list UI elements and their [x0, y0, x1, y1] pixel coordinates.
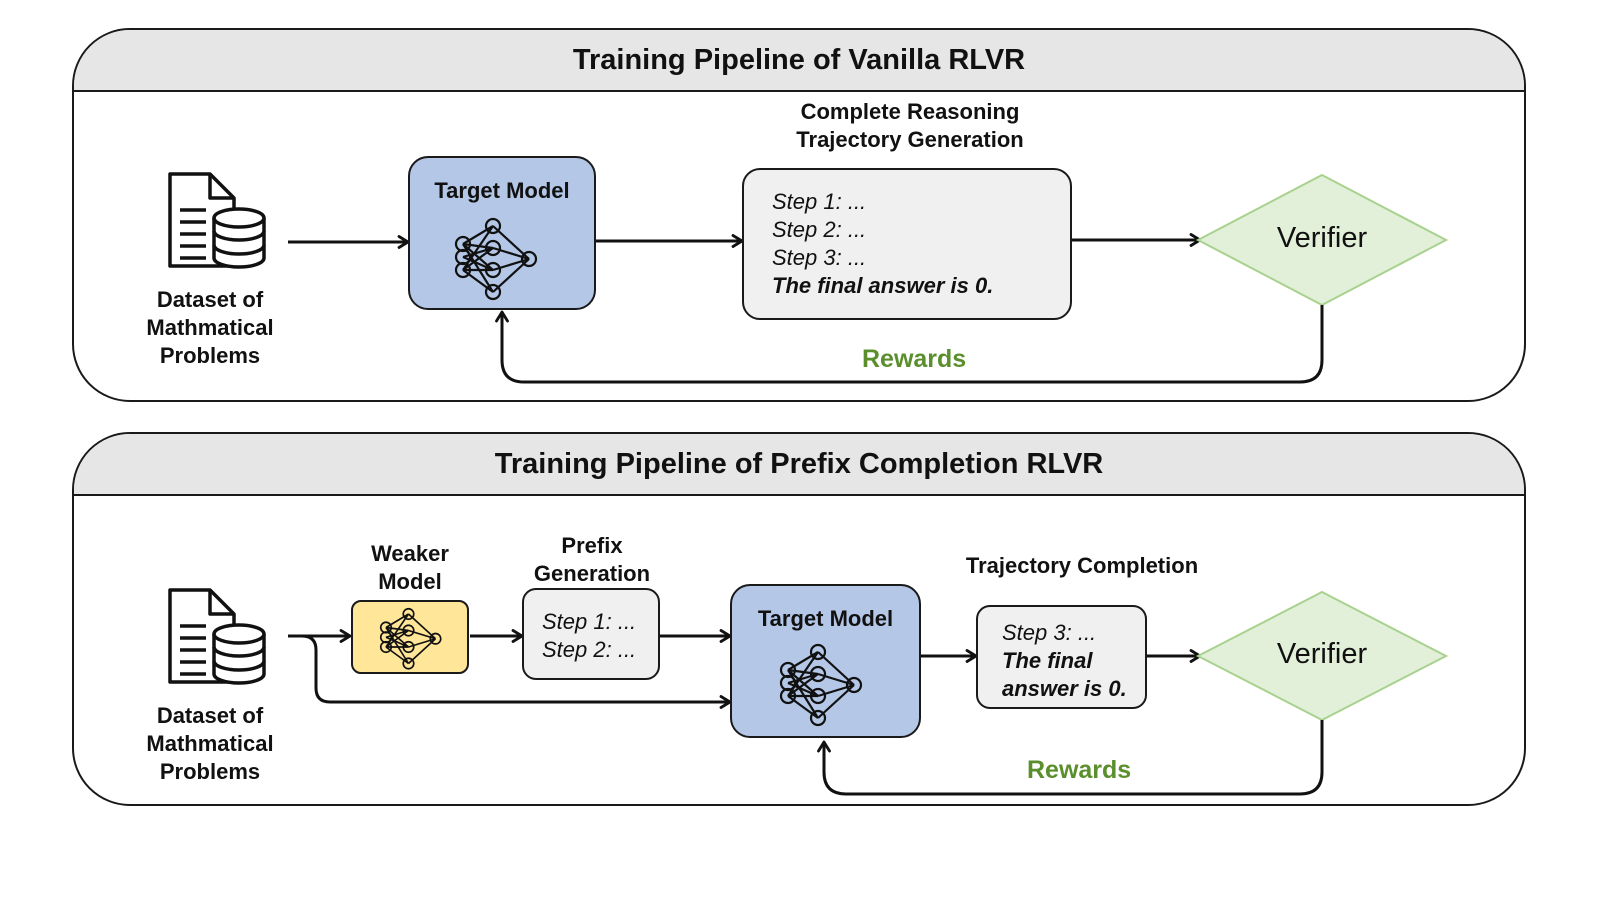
trajectory-completion-box: Step 3: ... The final answer is 0.	[976, 605, 1147, 709]
vanilla-rlvr-title: Training Pipeline of Vanilla RLVR	[74, 30, 1524, 92]
completion-steps: Step 3: ... The final answer is 0.	[1002, 619, 1127, 703]
neural-network-icon	[779, 643, 863, 727]
trajectory-completion-caption: Trajectory Completion	[965, 553, 1199, 578]
step-line: Step 1: ...	[772, 189, 867, 214]
generation-caption: Complete Reasoning Trajectory Generation	[796, 99, 1024, 152]
trajectory-generation-box: Step 1: ... Step 2: ... Step 3: ... The …	[742, 168, 1072, 320]
neural-network-icon	[454, 217, 538, 301]
step-line: Step 2: ...	[772, 217, 867, 242]
prefix-generation-caption: Prefix Generation	[533, 533, 651, 586]
final-answer-line: answer is 0.	[1002, 676, 1127, 701]
dataset-label: Dataset of Mathmatical Problems	[146, 287, 274, 368]
target-model-label: Target Model	[434, 178, 570, 203]
final-answer-line: The final answer is 0.	[772, 273, 994, 298]
step-line: Step 1: ...	[542, 609, 637, 634]
final-answer-line: The final	[1002, 648, 1093, 673]
target-model-box: Target Model	[408, 156, 596, 310]
step-line: Step 2: ...	[542, 637, 637, 662]
step-line: Step 3: ...	[1002, 620, 1097, 645]
rewards-label: Rewards	[1027, 756, 1132, 784]
trajectory-steps: Step 1: ... Step 2: ... Step 3: ... The …	[772, 188, 993, 300]
prefix-rlvr-title: Training Pipeline of Prefix Completion R…	[74, 434, 1524, 496]
weaker-model-caption: Weaker Model	[371, 541, 449, 594]
document-database-icon	[168, 588, 266, 685]
verifier-label: Verifier	[1276, 222, 1368, 254]
weaker-model-box	[351, 600, 469, 674]
target-model-label: Target Model	[757, 606, 894, 631]
prefix-steps: Step 1: ... Step 2: ...	[542, 608, 636, 664]
verifier-label: Verifier	[1276, 638, 1368, 670]
reward-loop-arrow	[495, 305, 1324, 384]
neural-network-icon	[379, 607, 442, 670]
document-database-icon	[168, 172, 266, 269]
rewards-label: Rewards	[862, 345, 967, 373]
dataset-label: Dataset of Mathmatical Problems	[146, 703, 274, 784]
target-model-box: Target Model	[730, 584, 921, 738]
step-line: Step 3: ...	[772, 245, 867, 270]
prefix-generation-box: Step 1: ... Step 2: ...	[522, 588, 660, 680]
reward-loop-arrow	[817, 720, 1324, 796]
